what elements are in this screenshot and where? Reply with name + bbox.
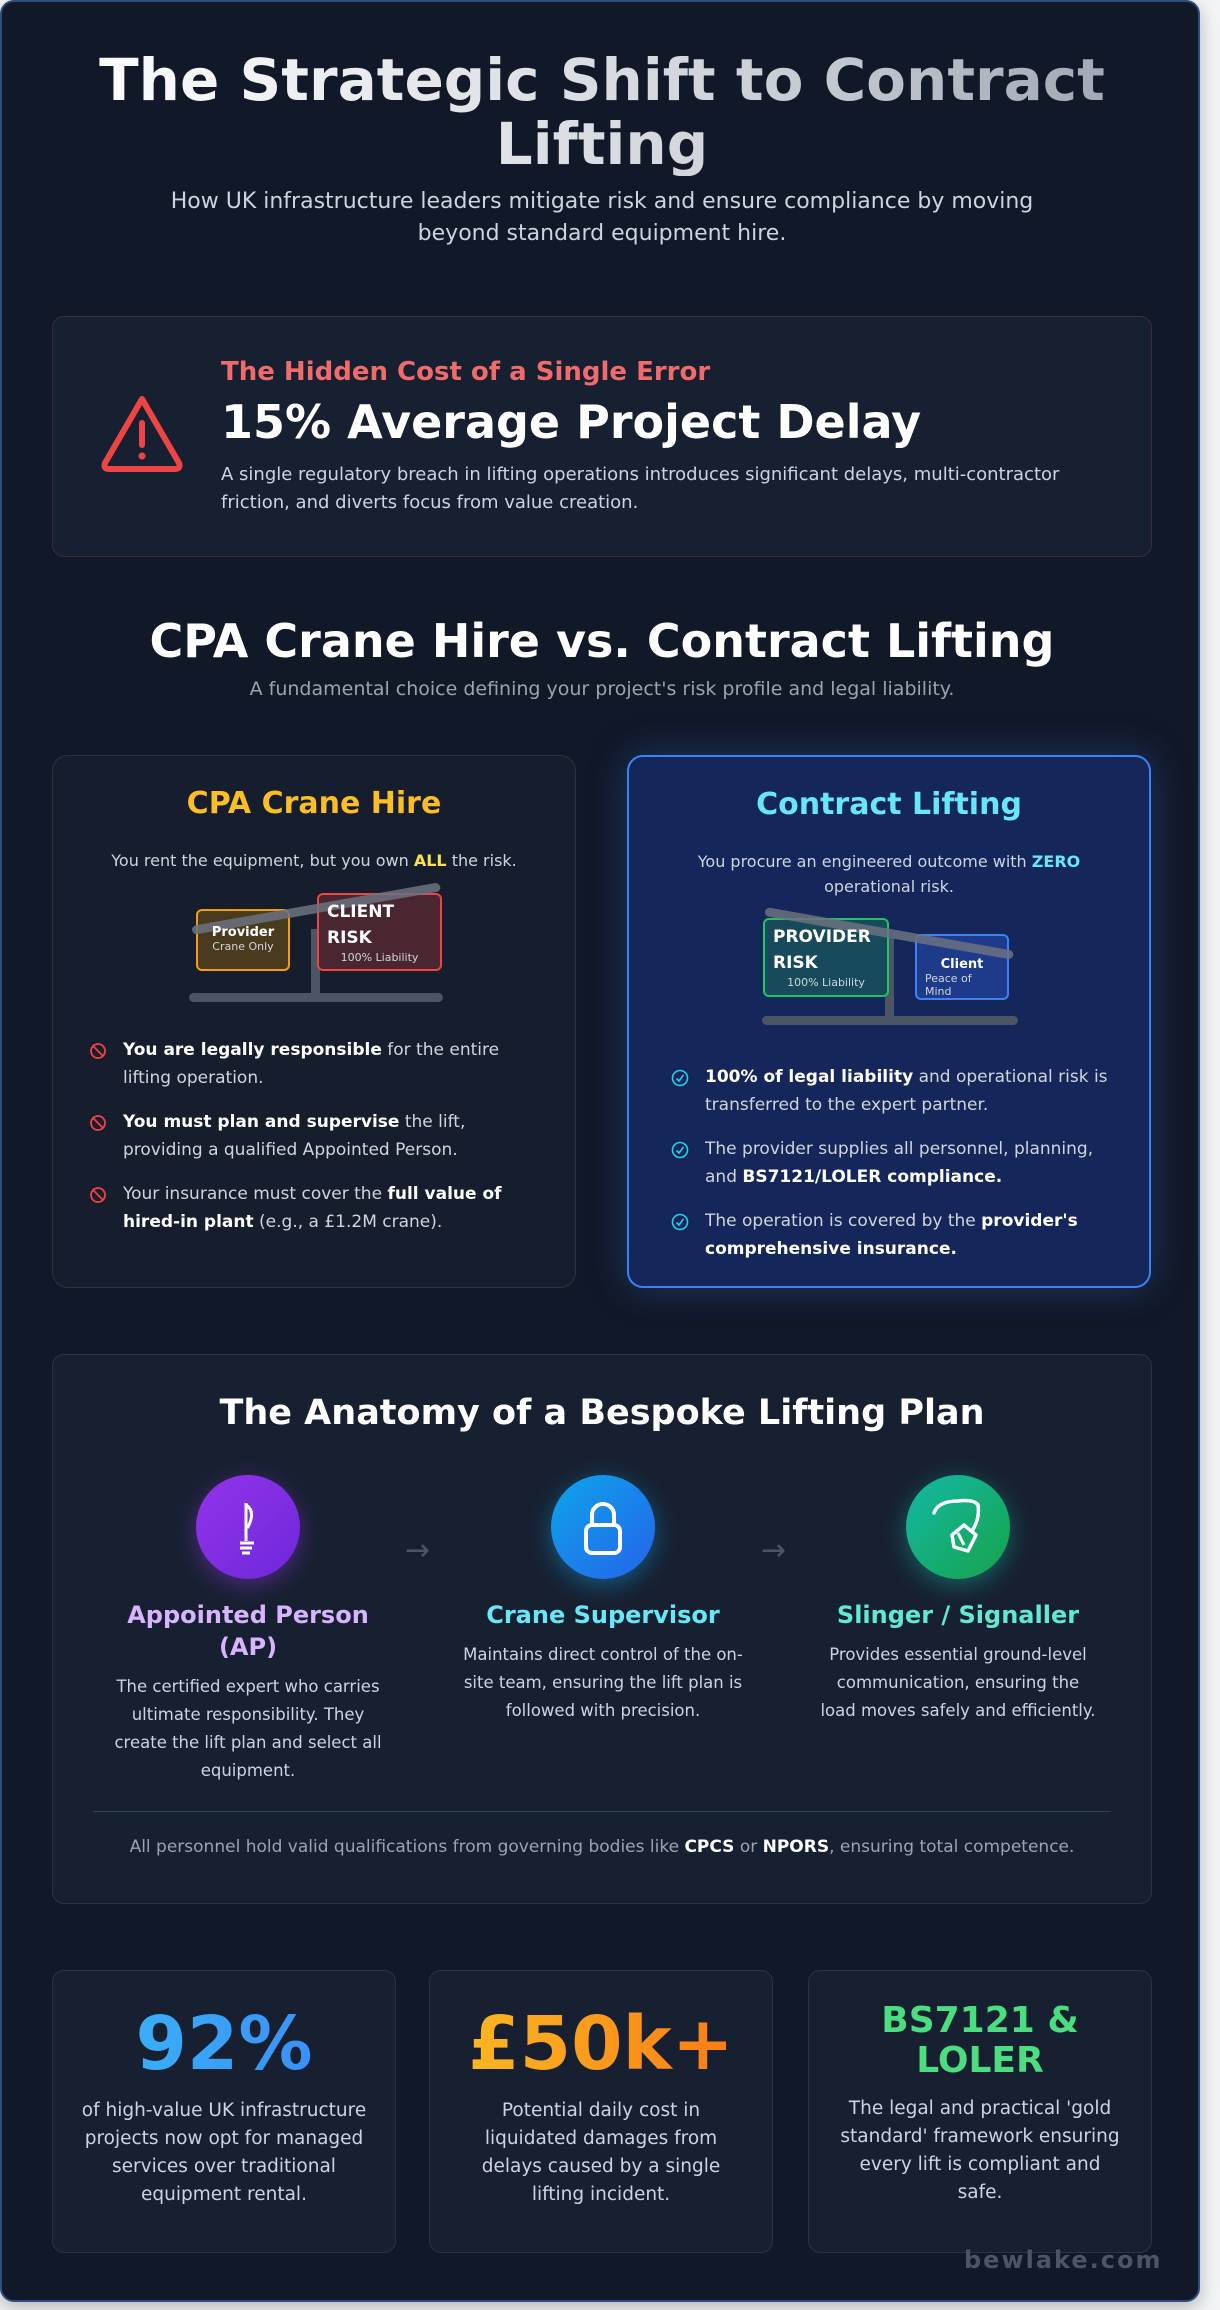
- role-slinger-signaller: Slinger / Signaller Provides essential g…: [808, 1475, 1108, 1725]
- weight-label: Provider: [211, 925, 275, 940]
- stat-description: The legal and practical 'gold standard' …: [840, 2098, 1120, 2203]
- stat-description: of high-value UK infrastructure projects…: [81, 2100, 367, 2205]
- role-description: Provides essential ground-level communic…: [820, 1645, 1096, 1720]
- stat-card: 92% of high-value UK infrastructure proj…: [52, 1970, 396, 2253]
- check-circle-icon: [671, 1213, 689, 1231]
- alert-kicker: The Hidden Cost of a Single Error: [221, 357, 711, 387]
- item-text: The operation is covered by the: [705, 1211, 982, 1231]
- role-appointed-person: Appointed Person (AP) The certified expe…: [98, 1475, 398, 1785]
- prohibited-icon: [90, 1115, 106, 1131]
- list-item: The operation is covered by the provider…: [671, 1207, 1119, 1263]
- sub-text: the risk.: [446, 851, 517, 870]
- comparison-title: CPA Crane Hire vs. Contract Lifting: [149, 614, 1055, 668]
- stat-description: Potential daily cost in liquidated damag…: [481, 2100, 721, 2205]
- qualifications-note: All personnel hold valid qualifications …: [53, 1837, 1151, 1857]
- cpa-crane-hire-card: CPA Crane Hire You rent the equipment, b…: [52, 755, 576, 1288]
- warning-triangle-icon: [101, 396, 183, 472]
- hidden-cost-panel: The Hidden Cost of a Single Error 15% Av…: [52, 316, 1152, 557]
- page-subtitle: How UK infrastructure leaders mitigate r…: [170, 189, 1034, 246]
- card-subtitle: You rent the equipment, but you own ALL …: [93, 848, 535, 873]
- contract-lifting-card: Contract Lifting You procure an engineer…: [627, 755, 1151, 1288]
- lock-icon: [551, 1475, 655, 1579]
- item-emphasis: You must plan and supervise: [123, 1112, 400, 1132]
- card-title: CPA Crane Hire: [186, 786, 442, 821]
- stat-card: BS7121 & LOLER The legal and practical '…: [808, 1970, 1152, 2253]
- alert-description: A single regulatory breach in lifting op…: [221, 464, 1060, 513]
- stat-value: £50k+: [430, 2001, 772, 2087]
- list-item: Your insurance must cover the full value…: [89, 1180, 545, 1236]
- cpa-risk-list: You are legally responsible for the enti…: [89, 1036, 545, 1252]
- scale-base: [189, 993, 443, 1002]
- list-item: The provider supplies all personnel, pla…: [671, 1135, 1119, 1191]
- arrow-right-icon: →: [761, 1533, 787, 1568]
- check-circle-icon: [671, 1069, 689, 1087]
- comparison-subtitle: A fundamental choice defining your proje…: [249, 678, 955, 700]
- alert-headline: 15% Average Project Delay: [221, 395, 922, 449]
- item-text: for the entire lifting operation.: [123, 1040, 500, 1088]
- stat-value: BS7121 & LOLER: [881, 2000, 1079, 2081]
- weight-sublabel: Peace of Mind: [925, 972, 972, 998]
- prohibited-icon: [90, 1187, 106, 1203]
- item-text: the lift, providing a qualified Appointe…: [123, 1112, 466, 1160]
- item-emphasis: You are legally responsible: [123, 1040, 382, 1060]
- item-text: and operational risk is transferred to t…: [705, 1067, 1108, 1115]
- item-text: The provider supplies all personnel, pla…: [705, 1139, 1094, 1187]
- role-description: Maintains direct control of the on-site …: [463, 1645, 743, 1720]
- list-item: You must plan and supervise the lift, pr…: [89, 1108, 545, 1164]
- item-text: Your insurance must cover the: [123, 1184, 388, 1204]
- divider: [93, 1811, 1111, 1812]
- item-emphasis: full value of hired-in plant: [123, 1184, 502, 1232]
- pen-icon: [196, 1475, 300, 1579]
- note-text: All personnel hold valid qualifications …: [129, 1837, 685, 1857]
- list-item: 100% of legal liability and operational …: [671, 1063, 1119, 1119]
- anatomy-panel: The Anatomy of a Bespoke Lifting Plan Ap…: [52, 1354, 1152, 1904]
- weight-label: PROVIDER RISK: [773, 927, 871, 973]
- scale-post: [311, 929, 320, 995]
- item-emphasis: 100% of legal liability: [705, 1067, 914, 1087]
- note-emphasis: NPORS: [762, 1837, 830, 1857]
- item-emphasis: BS7121/LOLER compliance.: [742, 1167, 1003, 1187]
- hook-icon: [906, 1475, 1010, 1579]
- stat-value: 92%: [53, 2001, 395, 2087]
- sub-text: You rent the equipment, but you own: [111, 851, 414, 870]
- role-crane-supervisor: Crane Supervisor Maintains direct contro…: [453, 1475, 753, 1725]
- watermark-logo: bewlake.com: [964, 2246, 1163, 2274]
- role-description: The certified expert who carries ultimat…: [114, 1677, 382, 1780]
- list-item: You are legally responsible for the enti…: [89, 1036, 545, 1092]
- card-subtitle: You procure an engineered outcome with Z…: [669, 849, 1109, 899]
- check-circle-icon: [671, 1141, 689, 1159]
- page-title: The Strategic Shift to Contract Lifting: [42, 48, 1162, 176]
- weight-label: CLIENT RISK: [327, 902, 395, 948]
- item-text: (e.g., a £1.2M crane).: [253, 1212, 443, 1232]
- sub-text: You procure an engineered outcome with: [697, 852, 1032, 871]
- note-text: or: [734, 1837, 763, 1857]
- scale-post: [885, 937, 894, 1017]
- weight-sublabel: 100% Liability: [787, 976, 865, 989]
- note-text: , ensuring total competence.: [829, 1837, 1075, 1857]
- weight-sublabel: Crane Only: [212, 940, 274, 953]
- role-title: Crane Supervisor: [486, 1601, 720, 1629]
- contract-benefit-list: 100% of legal liability and operational …: [671, 1063, 1119, 1279]
- sub-text: operational risk.: [824, 877, 954, 896]
- sub-emphasis: ALL: [413, 851, 447, 870]
- arrow-right-icon: →: [405, 1533, 431, 1568]
- note-emphasis: CPCS: [684, 1837, 735, 1857]
- stat-card: £50k+ Potential daily cost in liquidated…: [429, 1970, 773, 2253]
- item-emphasis: provider's comprehensive insurance.: [705, 1211, 1078, 1259]
- role-title: Appointed Person (AP): [127, 1601, 369, 1661]
- client-risk-weight-box: CLIENT RISK 100% Liability: [317, 893, 442, 971]
- weight-label: Client: [940, 957, 984, 972]
- card-title: Contract Lifting: [756, 787, 1022, 822]
- sub-emphasis: ZERO: [1031, 852, 1081, 871]
- provider-risk-weight-box: PROVIDER RISK 100% Liability: [763, 918, 889, 997]
- anatomy-title: The Anatomy of a Bespoke Lifting Plan: [219, 1393, 985, 1433]
- prohibited-icon: [90, 1043, 106, 1059]
- role-title: Slinger / Signaller: [836, 1601, 1080, 1629]
- weight-sublabel: 100% Liability: [340, 951, 419, 964]
- scale-base: [762, 1016, 1018, 1025]
